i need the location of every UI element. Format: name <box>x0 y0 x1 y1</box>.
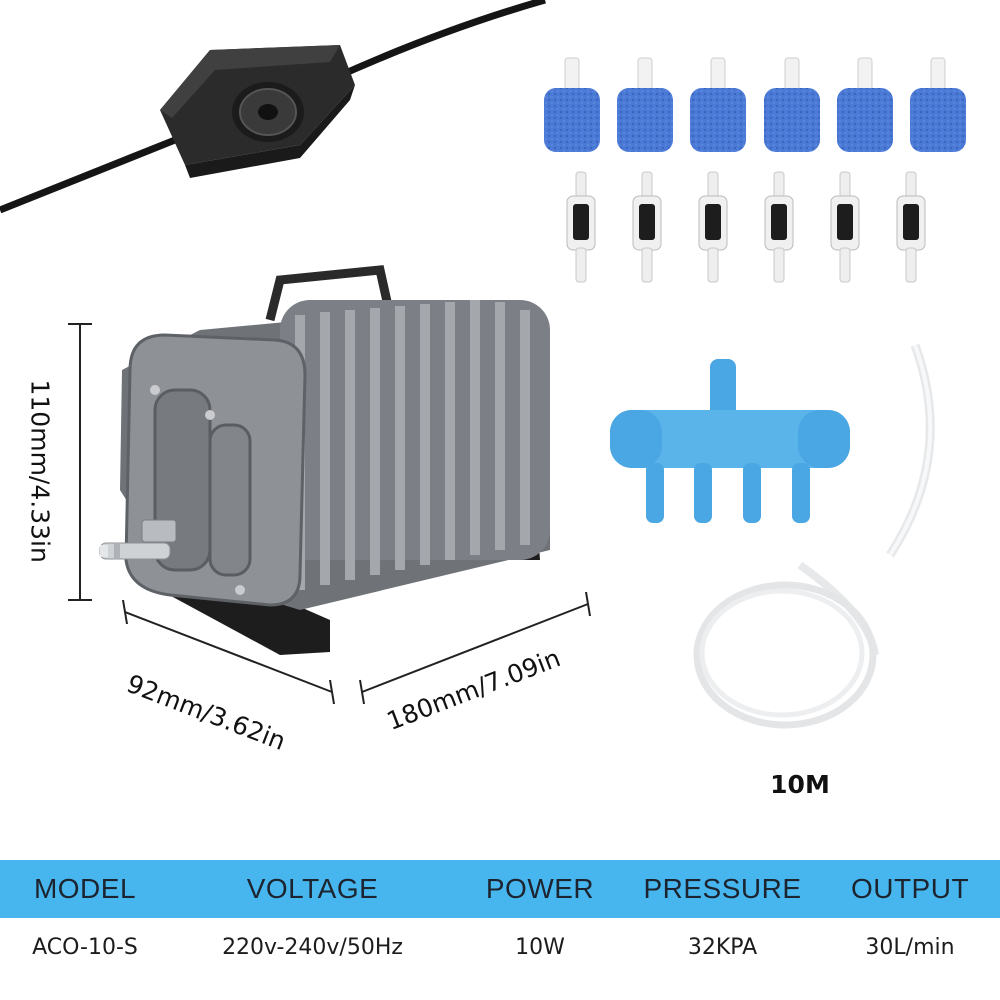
header-power: POWER <box>485 873 595 904</box>
width-dimension-line <box>359 591 591 705</box>
pump-body <box>99 265 550 655</box>
header-pressure: PRESSURE <box>643 873 802 904</box>
check-valve-icon <box>830 171 860 283</box>
speed-knob-icon <box>232 82 304 142</box>
depth-dimension-line <box>122 599 335 705</box>
air-stone-icon <box>617 57 673 152</box>
air-manifold-icon <box>610 359 850 523</box>
air-stone-icon <box>690 57 746 152</box>
value-model: ACO-10-S <box>32 934 138 960</box>
air-stone-icon <box>544 57 600 152</box>
value-output: 30L/min <box>865 934 955 960</box>
air-stones <box>544 57 966 152</box>
speed-controller <box>160 45 355 178</box>
screw-icon <box>150 385 160 395</box>
header-model: MODEL <box>33 873 137 904</box>
height-dimension-line <box>68 323 92 601</box>
value-pressure: 32KPA <box>687 934 758 960</box>
check-valve-icon <box>566 171 596 283</box>
header-output: OUTPUT <box>850 873 970 904</box>
power-cord-controller <box>0 0 546 214</box>
check-valve-icon <box>764 171 794 283</box>
tubing-length-label: 10M <box>770 770 830 799</box>
check-valve-icon <box>698 171 728 283</box>
check-valves <box>566 171 926 283</box>
spec-table-header: MODEL VOLTAGE POWER PRESSURE OUTPUT <box>0 860 1000 918</box>
screw-icon <box>235 585 245 595</box>
value-voltage: 220v-240v/50Hz <box>222 934 403 960</box>
air-outlet-nozzle <box>99 519 177 560</box>
air-stone-icon <box>764 57 820 152</box>
air-stone-icon <box>910 57 966 152</box>
spec-table-row: ACO-10-S 220v-240v/50Hz 10W 32KPA 30L/mi… <box>0 918 1000 976</box>
value-power: 10W <box>515 934 565 960</box>
carry-handle <box>265 265 395 322</box>
header-voltage: VOLTAGE <box>246 873 379 904</box>
check-valve-icon <box>632 171 662 283</box>
screw-icon <box>205 410 215 420</box>
airline-tubing <box>693 343 935 729</box>
air-stone-icon <box>837 57 893 152</box>
check-valve-icon <box>896 171 926 283</box>
height-label: 110mm/4.33in <box>25 379 55 563</box>
air-pump-diagram <box>68 265 591 705</box>
